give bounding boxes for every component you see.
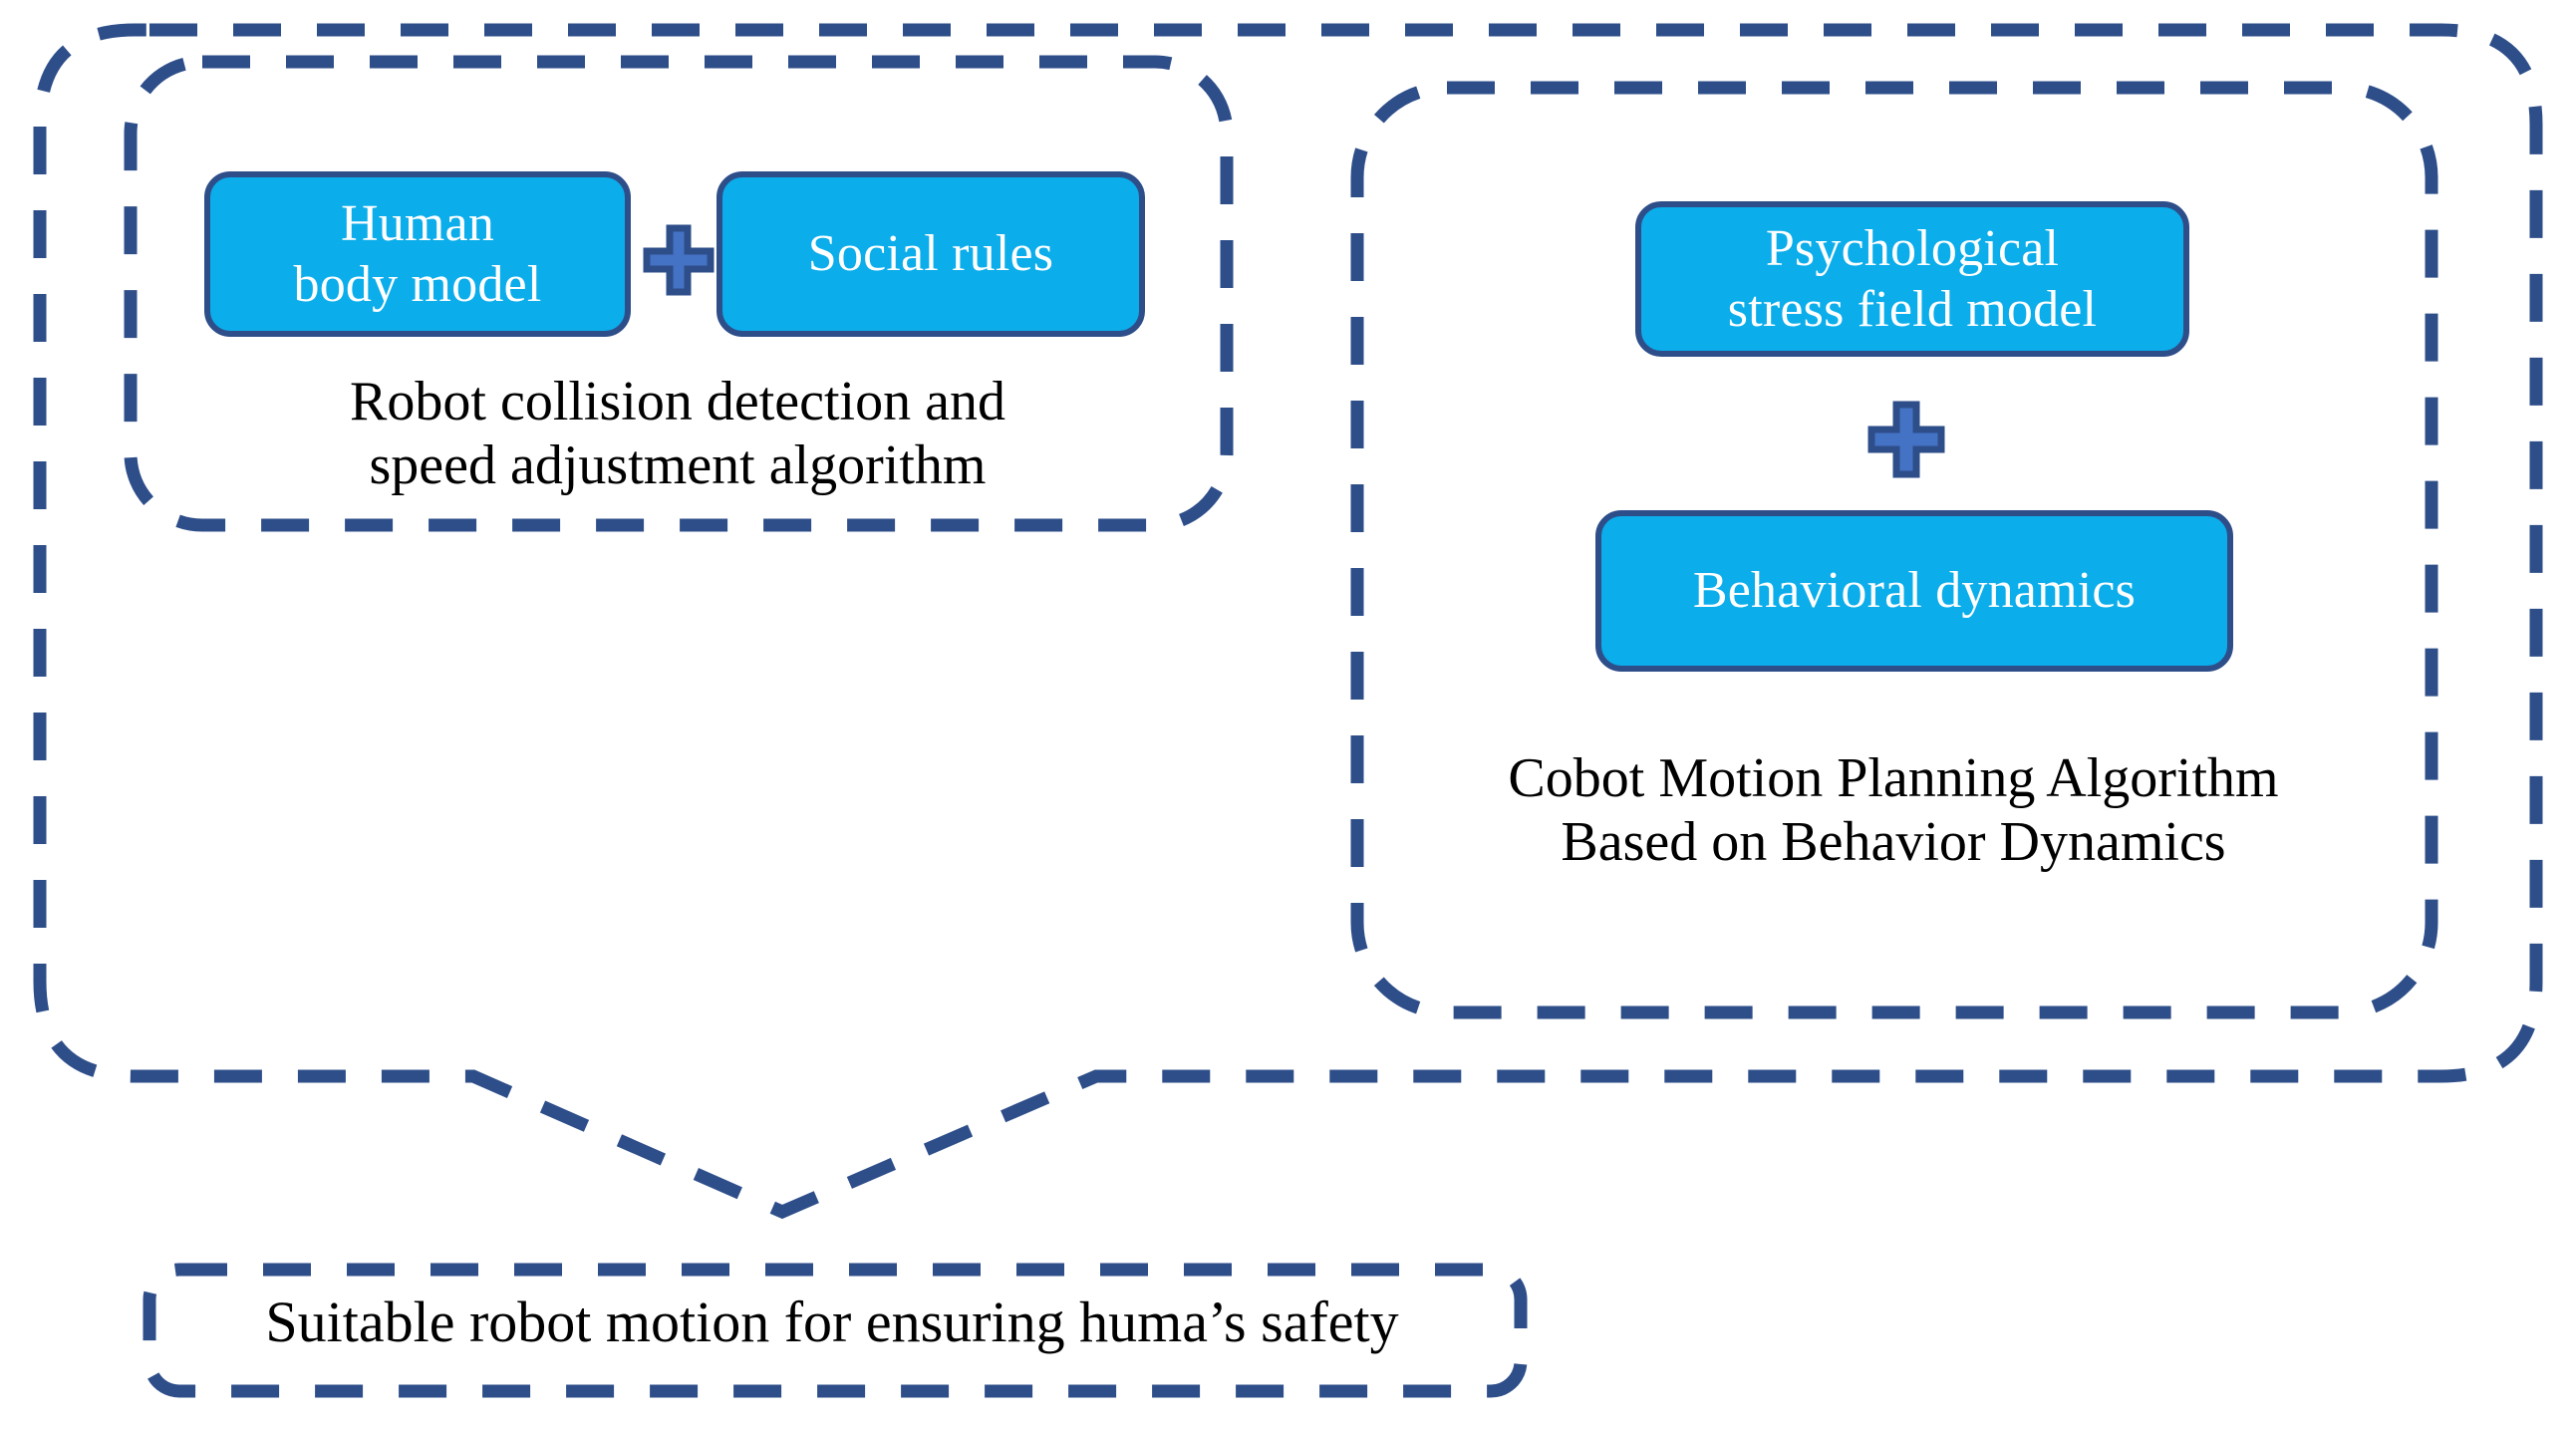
box-psychological-stress-field-model[interactable]: Psychological stress field model <box>1635 201 2189 357</box>
outcome-bubble-label: Suitable robot motion for ensuring huma’… <box>265 1289 1399 1354</box>
box-behavioral-dynamics[interactable]: Behavioral dynamics <box>1595 510 2233 672</box>
plus-icon <box>1867 401 1945 478</box>
box-social-rules[interactable]: Social rules <box>716 171 1145 337</box>
left-group-caption: Robot collision detection and speed adju… <box>350 371 1005 496</box>
right-group-caption: Cobot Motion Planning Algorithm Based on… <box>1508 747 2279 873</box>
plus-icon <box>643 224 715 296</box>
box-human-body-model[interactable]: Human body model <box>204 171 631 337</box>
